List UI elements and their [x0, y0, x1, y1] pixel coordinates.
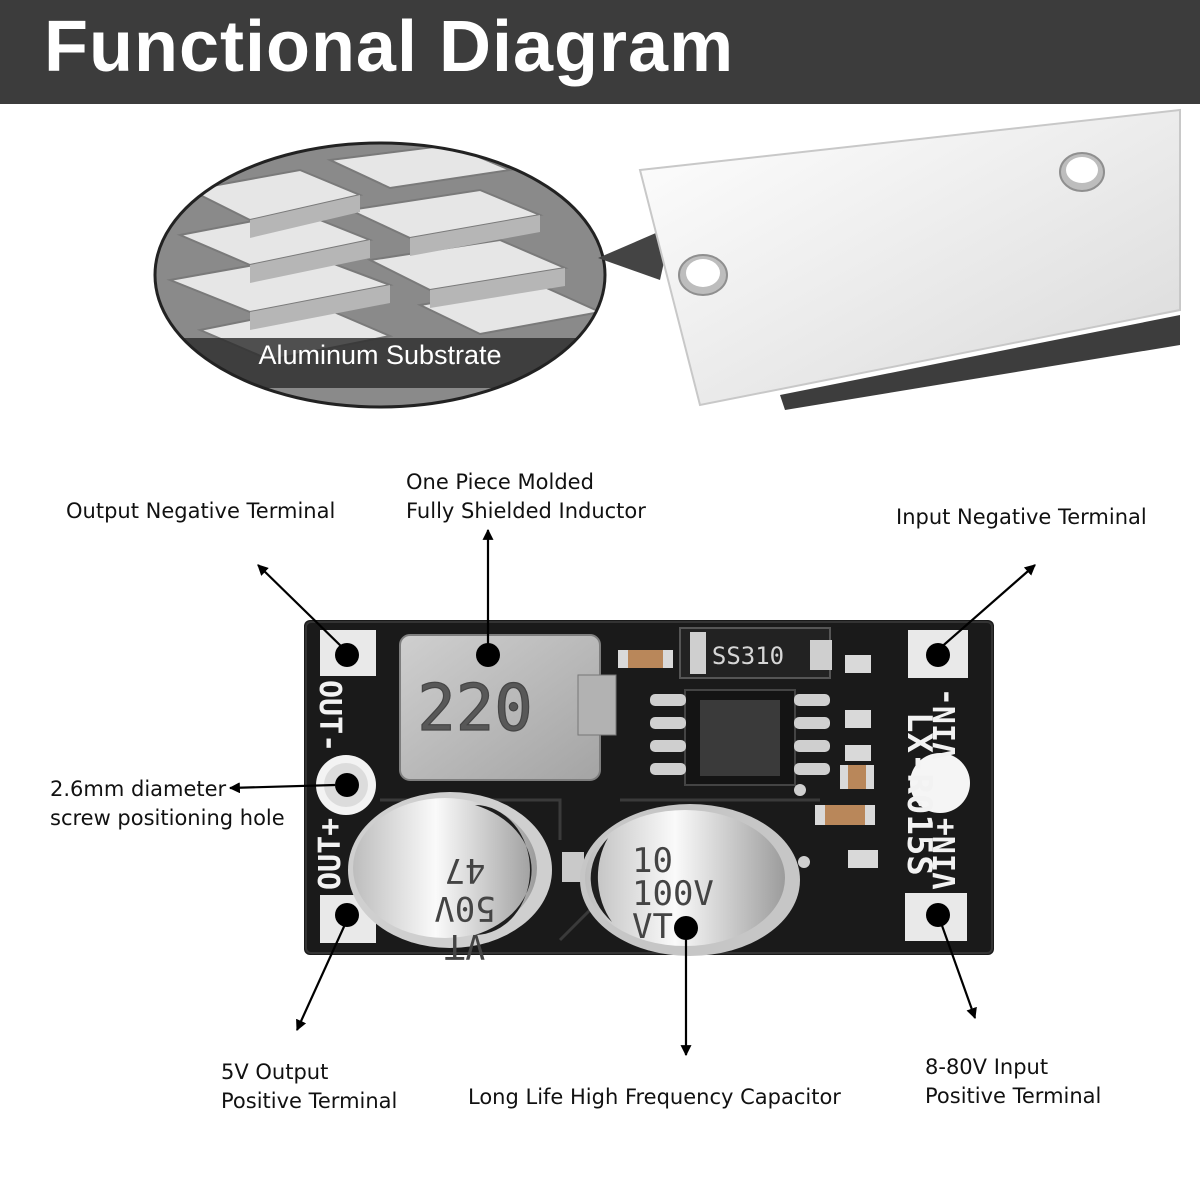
callout-arrows — [228, 528, 1036, 1057]
svg-text:VT: VT — [445, 926, 486, 966]
capacitor-10uf — [580, 804, 800, 956]
inductor-marking: 220 — [417, 672, 533, 746]
silk-out-pos: OUT+ — [313, 818, 348, 890]
diode — [679, 627, 832, 679]
cap-47-markings: VT 50V 47 — [434, 850, 495, 966]
aluminum-plate-image — [638, 108, 1181, 410]
model-silkscreen: LX-R015S — [899, 712, 939, 876]
callout-output-positive: 5V Output Positive Terminal — [221, 1060, 398, 1113]
capacitor-47uf — [348, 792, 584, 948]
diode-marking: SS310 — [712, 642, 784, 670]
silk-out-neg: OUT- — [312, 680, 347, 752]
header-bar: Functional Diagram — [0, 0, 1200, 104]
callout-output-negative: Output Negative Terminal — [66, 499, 336, 523]
aluminum-bars-image — [153, 141, 672, 409]
callout-input-negative: Input Negative Terminal — [896, 505, 1147, 529]
callout-screw-hole: 2.6mm diameter screw positioning hole — [50, 777, 285, 830]
substrate-label: Aluminum Substrate — [258, 340, 502, 370]
cap-10-line3: VT — [632, 907, 673, 947]
silk-vin-pos: VIN+ — [928, 818, 963, 890]
inductor — [399, 634, 617, 781]
smd-parts — [618, 650, 878, 868]
callout-capacitor: Long Life High Frequency Capacitor — [468, 1085, 841, 1109]
callout-inductor: One Piece Molded Fully Shielded Inductor — [406, 470, 646, 523]
callout-input-positive: 8-80V Input Positive Terminal — [925, 1055, 1102, 1108]
cap-10-line2: 100V — [632, 874, 714, 914]
silk-vin-neg: VIN- — [928, 688, 963, 760]
svg-text:50V: 50V — [434, 888, 495, 928]
cap-10-line1: 10 — [632, 841, 673, 881]
pcb-board: 220 SS310 LX-R015S OUT- OUT+ VIN- VIN+ V… — [304, 620, 994, 966]
page-title: Functional Diagram — [44, 7, 735, 87]
svg-text:47: 47 — [445, 850, 486, 890]
ic-chip — [650, 689, 830, 786]
callout-dots — [335, 643, 950, 940]
